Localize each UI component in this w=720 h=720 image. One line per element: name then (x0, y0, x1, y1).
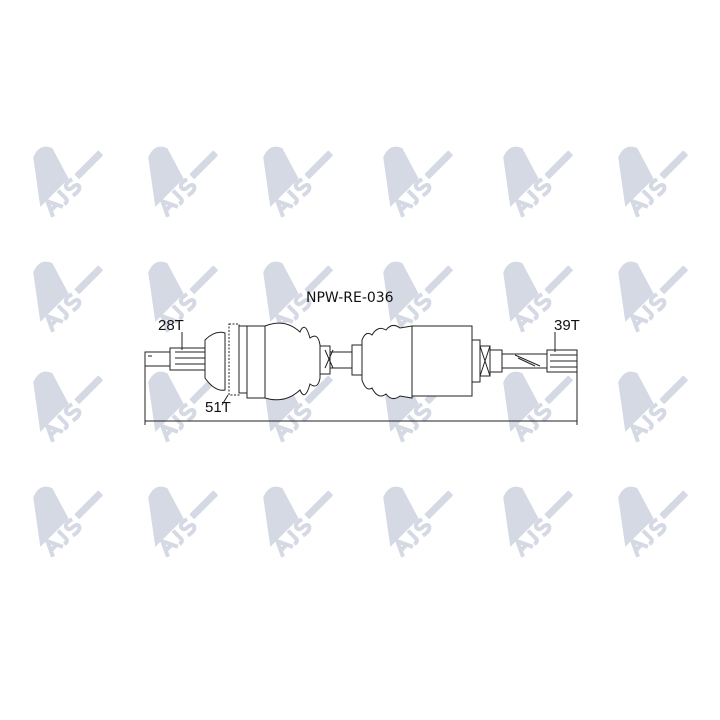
left-stub-shaft (144, 331, 226, 391)
abs-ring (228, 323, 248, 396)
watermark-logo (503, 486, 573, 558)
watermark-logo (263, 486, 333, 558)
watermark-logo (263, 261, 333, 333)
watermark-logo (33, 146, 103, 218)
dimension-lines (144, 332, 578, 425)
label-51t: 51T (205, 399, 231, 416)
watermark-logo (148, 261, 218, 333)
watermark-logo (263, 146, 333, 218)
watermark-logo (383, 486, 453, 558)
watermark-logo (383, 261, 453, 333)
watermark-logo (148, 146, 218, 218)
watermark-logo (33, 371, 103, 443)
watermark-logo (618, 371, 688, 443)
right-shaft (479, 345, 578, 377)
watermark-logo (618, 261, 688, 333)
part-number: NPW-RE-036 (306, 290, 394, 306)
intermediate-shaft (324, 349, 353, 369)
watermark-logo (503, 371, 573, 443)
outer-boot (246, 322, 331, 401)
watermark-logo (618, 146, 688, 218)
inner-boot-and-joint (351, 324, 481, 400)
watermark-logo (33, 486, 103, 558)
watermark-logo (503, 261, 573, 333)
watermark-logo (618, 486, 688, 558)
watermark-logo (503, 146, 573, 218)
label-39t: 39T (554, 317, 580, 334)
watermark-logo (33, 261, 103, 333)
watermark-logo (148, 486, 218, 558)
watermark-logo (383, 146, 453, 218)
label-28t: 28T (158, 317, 184, 334)
